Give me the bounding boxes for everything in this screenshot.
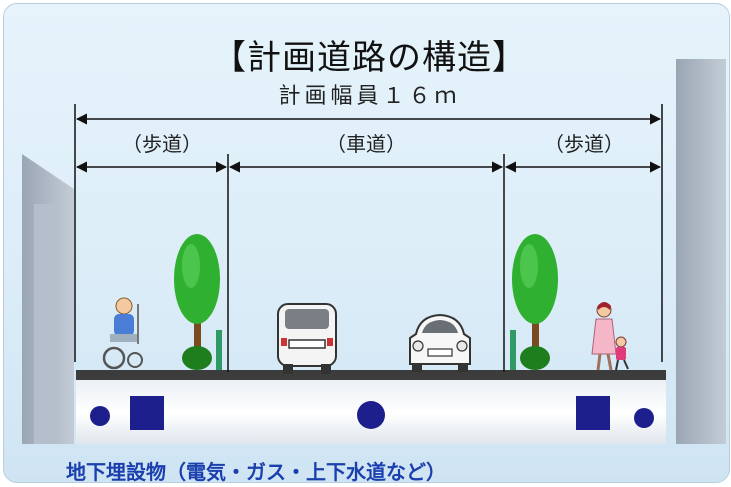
utility-conduit-icon xyxy=(130,396,164,430)
utility-pipe-icon xyxy=(357,401,385,429)
dimension-guides xyxy=(74,104,663,372)
total-width-label: 計画幅員１６ｍ xyxy=(278,84,461,109)
diagram-title: 【計画道路の構造】 xyxy=(212,38,527,78)
utility-pipe-icon xyxy=(90,406,110,426)
road-cross-section xyxy=(22,59,726,444)
diagram-frame: 【計画道路の構造】 計画幅員１６ｍ （歩道） （車道） （歩道） 地下埋設物（電… xyxy=(3,3,730,483)
car-icon xyxy=(409,313,471,372)
bollard-icon xyxy=(216,330,222,370)
utility-pipe-icon xyxy=(634,408,654,428)
bollard-icon xyxy=(510,330,516,370)
right-sidewalk-label: （歩道） xyxy=(544,132,624,156)
left-building xyxy=(22,154,74,444)
wheelchair-user-icon xyxy=(102,297,143,370)
roadway-label: （車道） xyxy=(326,132,406,156)
left-sidewalk-label: （歩道） xyxy=(122,132,202,156)
tree-icon xyxy=(512,234,558,370)
utility-conduit-icon xyxy=(576,396,610,430)
right-building xyxy=(676,59,726,444)
parent-child-pedestrian-icon xyxy=(591,302,629,371)
underground-utilities xyxy=(90,396,654,430)
road-surface xyxy=(76,370,666,380)
underground-utilities-caption: 地下埋設物（電気・ガス・上下水道など） xyxy=(66,460,446,483)
van-icon xyxy=(277,303,337,374)
tree-icon xyxy=(174,234,220,370)
